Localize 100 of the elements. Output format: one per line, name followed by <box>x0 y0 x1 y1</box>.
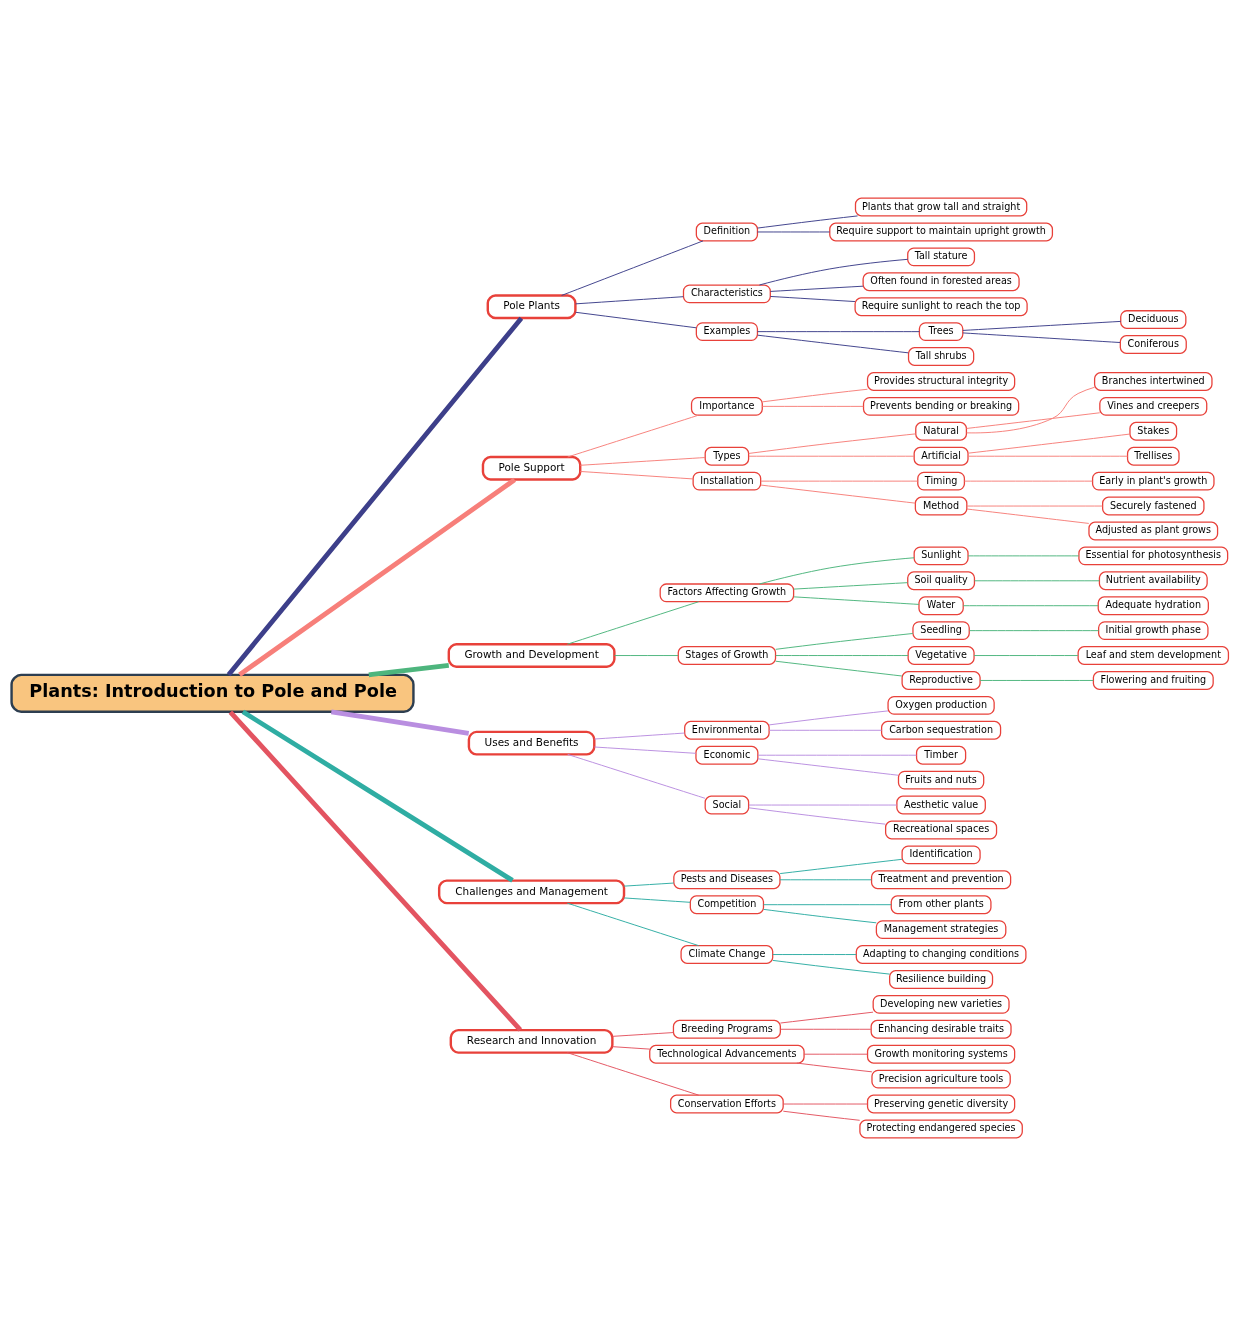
connector <box>757 754 917 756</box>
connector <box>748 433 917 454</box>
connector <box>967 555 1080 557</box>
node-box: Timber <box>915 745 967 765</box>
node-box: Nutrient availability <box>1098 571 1208 591</box>
node-box: Branches intertwined <box>1093 372 1213 391</box>
node-box: Adjusted as plant grows <box>1088 521 1219 541</box>
connector <box>579 470 694 480</box>
node-box: Vines and creepers <box>1099 396 1208 416</box>
node-box: Timing <box>917 471 966 491</box>
node-box: Climate Change <box>680 945 774 964</box>
node-box: Treatment and prevention <box>870 870 1012 890</box>
node-box: Management strategies <box>875 920 1007 940</box>
connector <box>966 508 1090 524</box>
connector <box>782 1103 868 1105</box>
node-box: Technological Advancements <box>649 1044 805 1064</box>
connector <box>768 710 889 726</box>
connector <box>779 879 872 881</box>
node-box: Deciduous <box>1120 310 1187 330</box>
node-box: Plants that grow tall and straight <box>854 197 1028 217</box>
node-box: Trees <box>918 322 964 342</box>
node-box: Types <box>704 446 750 466</box>
node-box: Recreational spaces <box>885 820 998 840</box>
node-box: Factors Affecting Growth <box>659 583 795 603</box>
connector <box>561 240 704 296</box>
connector <box>748 804 898 806</box>
node-box: Uses and Benefits <box>467 730 596 756</box>
connector <box>967 433 1131 454</box>
connector <box>782 1110 861 1121</box>
connector <box>623 897 691 903</box>
node-box: Precision agriculture tools <box>871 1069 1011 1089</box>
connector <box>966 386 1095 434</box>
connector <box>770 295 856 303</box>
node-box: Pole Support <box>481 455 582 481</box>
node-box: From other plants <box>890 895 992 915</box>
connector <box>612 1032 674 1037</box>
connector <box>566 1052 700 1096</box>
node-box: Definition <box>695 222 759 242</box>
node-box: Growth monitoring systems <box>866 1044 1016 1064</box>
connector <box>758 557 915 585</box>
node-box: Prevents bending or breaking <box>862 396 1020 416</box>
node-box: Soil quality <box>907 571 976 591</box>
connector <box>775 633 914 650</box>
node-box: Enhancing desirable traits <box>870 1019 1012 1039</box>
node-box: Adequate hydration <box>1097 596 1209 616</box>
node-box: Tall stature <box>907 247 976 267</box>
connector <box>614 655 679 656</box>
connector <box>968 630 1100 632</box>
connector <box>757 331 920 333</box>
node-box: Carbon sequestration <box>880 720 1002 740</box>
node-box: Coniferous <box>1119 335 1187 354</box>
node-box: Importance <box>690 396 763 416</box>
node-box: Require sunlight to reach the top <box>854 297 1028 317</box>
node-box: Research and Innovation <box>449 1028 614 1054</box>
node-box: Pests and Diseases <box>673 870 781 890</box>
connector <box>966 505 1103 507</box>
connector <box>768 729 883 731</box>
connector <box>760 480 919 482</box>
connector <box>763 904 892 906</box>
connector <box>796 1062 873 1073</box>
connector <box>612 1046 651 1050</box>
connector <box>779 1011 874 1024</box>
connector <box>228 710 523 1032</box>
node-box: Stages of Growth <box>677 646 777 666</box>
connector <box>594 732 685 740</box>
connector <box>803 1053 868 1055</box>
node-box: Vegetative <box>907 646 975 666</box>
connector <box>241 709 514 883</box>
connector <box>575 311 697 329</box>
connector <box>757 215 859 229</box>
node-box: Trellises <box>1126 446 1180 466</box>
connector <box>974 580 1100 582</box>
node-box: Preserving genetic diversity <box>866 1094 1016 1114</box>
node-box: Provides structural integrity <box>866 372 1016 391</box>
node-box: Leaf and stem development <box>1077 646 1230 666</box>
connector <box>793 582 908 590</box>
node-box: Natural <box>915 421 968 441</box>
node-box: Often found in forested areas <box>862 272 1020 292</box>
connector <box>772 954 857 955</box>
connector <box>963 480 1093 482</box>
connector <box>748 455 915 457</box>
connector <box>748 807 886 825</box>
node-box: Require support to maintain upright growth <box>829 222 1054 242</box>
connector <box>594 746 697 754</box>
connector <box>567 414 699 458</box>
connector <box>623 882 675 887</box>
connector <box>770 285 864 292</box>
connector <box>566 601 700 645</box>
connector <box>330 709 470 736</box>
node-box: Social <box>704 795 750 815</box>
connector <box>966 412 1101 429</box>
node-box: Developing new varieties <box>872 994 1010 1014</box>
connector <box>962 605 1099 607</box>
connector <box>979 680 1094 681</box>
connector <box>757 334 909 354</box>
connector <box>772 959 891 975</box>
node-box: Fruits and nuts <box>897 770 985 790</box>
connector <box>761 405 864 407</box>
node-box: Initial growth phase <box>1098 621 1209 641</box>
node-box: Essential for photosynthesis <box>1078 546 1229 566</box>
